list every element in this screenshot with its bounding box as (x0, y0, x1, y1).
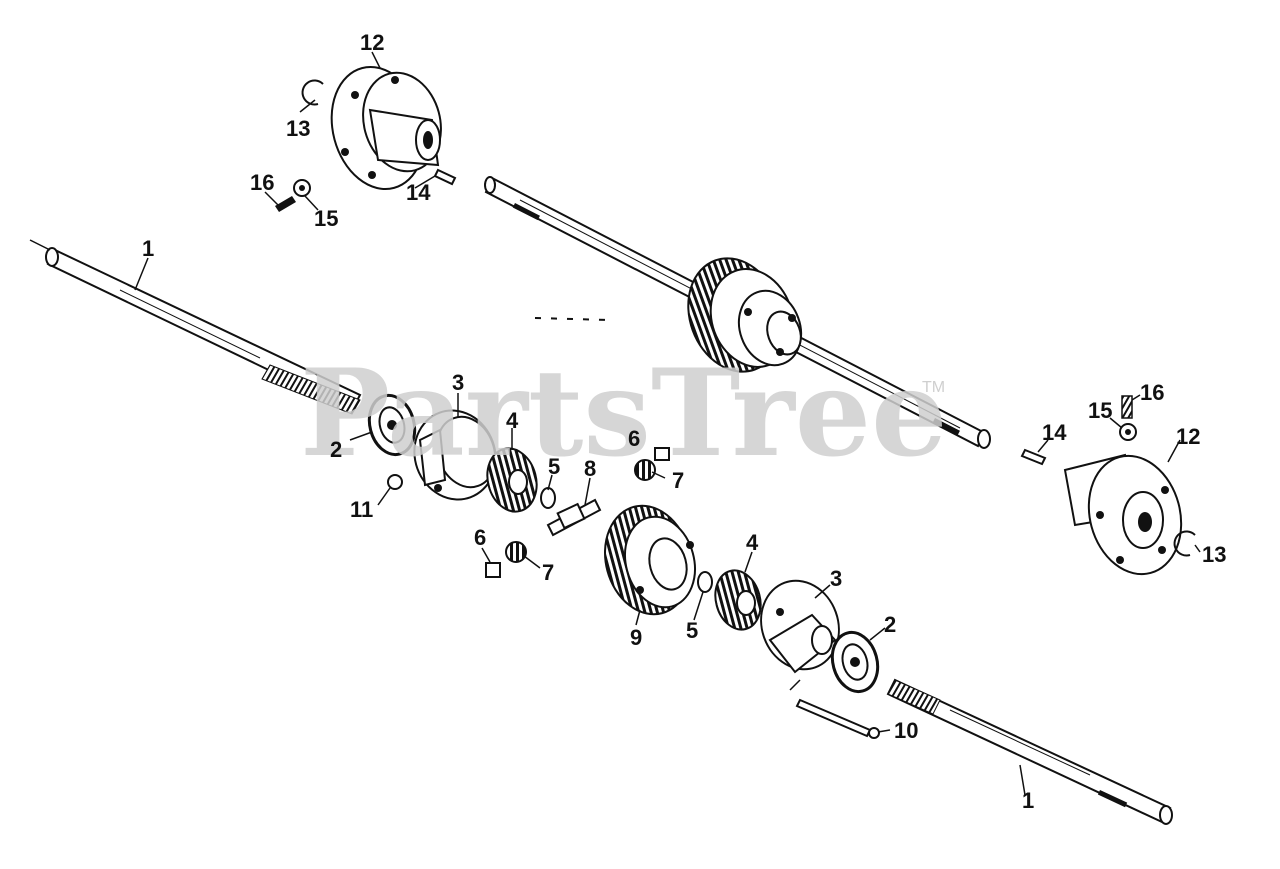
bevel-gear-left (486, 447, 538, 513)
spacer-lower (485, 562, 501, 578)
callout-15-lower: 15 (1088, 398, 1112, 423)
snap-ring-upper (301, 79, 324, 106)
callout-4-left: 4 (506, 408, 519, 433)
callout-7-lower: 7 (542, 560, 554, 585)
watermark-text: PartsTree (300, 343, 947, 484)
callout-12-lower: 12 (1176, 424, 1200, 449)
callout-6-upper: 6 (628, 426, 640, 451)
callout-5-left: 5 (548, 454, 560, 479)
callout-4-lower: 4 (746, 530, 759, 555)
nut-11 (387, 474, 403, 490)
wheel-hub-lower (1063, 453, 1183, 576)
bolt-10 (789, 679, 880, 739)
washer-left (540, 487, 556, 509)
callout-16-upper: 16 (250, 170, 274, 195)
bolt-upper (275, 196, 296, 212)
callout-13-upper: 13 (286, 116, 310, 141)
differential-case-right (760, 579, 840, 674)
bevel-gear-lower (714, 569, 762, 631)
axle-shaft-right (886, 678, 1173, 825)
callout-3-left: 3 (452, 370, 464, 395)
callout-2-left: 2 (330, 437, 342, 462)
leader-lines (134, 51, 1201, 796)
cross-shaft (546, 498, 602, 537)
callout-9: 9 (630, 625, 642, 650)
callout-14-lower: 14 (1042, 420, 1067, 445)
spacer-upper (654, 447, 670, 461)
callout-1-left: 1 (142, 236, 154, 261)
assembled-axle (484, 176, 991, 449)
wheel-hub-upper (330, 65, 442, 191)
differential-case-left (413, 409, 497, 501)
callout-13-lower: 13 (1202, 542, 1226, 567)
callout-8: 8 (584, 456, 596, 481)
callout-6-lower: 6 (474, 525, 486, 550)
bearing-left (367, 393, 417, 457)
ring-gear (604, 504, 696, 616)
callout-3-lower: 3 (830, 566, 842, 591)
key-upper (433, 168, 457, 186)
axle-shaft-left (29, 239, 362, 415)
callout-1-right: 1 (1022, 788, 1034, 813)
callout-11: 11 (350, 497, 373, 522)
bolt-lower (1121, 395, 1133, 419)
callout-12-upper: 12 (360, 30, 384, 55)
callout-16-lower: 16 (1140, 380, 1164, 405)
callout-2-lower: 2 (884, 612, 896, 637)
callout-7-upper: 7 (672, 468, 684, 493)
washer-lower (697, 571, 713, 593)
snap-ring-lower (1173, 530, 1196, 557)
assembled-differential (687, 257, 803, 373)
pinion-upper (634, 459, 656, 481)
callout-10: 10 (894, 718, 918, 743)
callout-14-upper: 14 (406, 180, 431, 205)
callout-15-upper: 15 (314, 206, 338, 231)
bearing-right (830, 630, 880, 694)
watermark-trademark: TM (922, 379, 945, 396)
pinion-lower (505, 541, 527, 563)
key-lower (1020, 448, 1047, 466)
callout-5-lower: 5 (686, 618, 698, 643)
